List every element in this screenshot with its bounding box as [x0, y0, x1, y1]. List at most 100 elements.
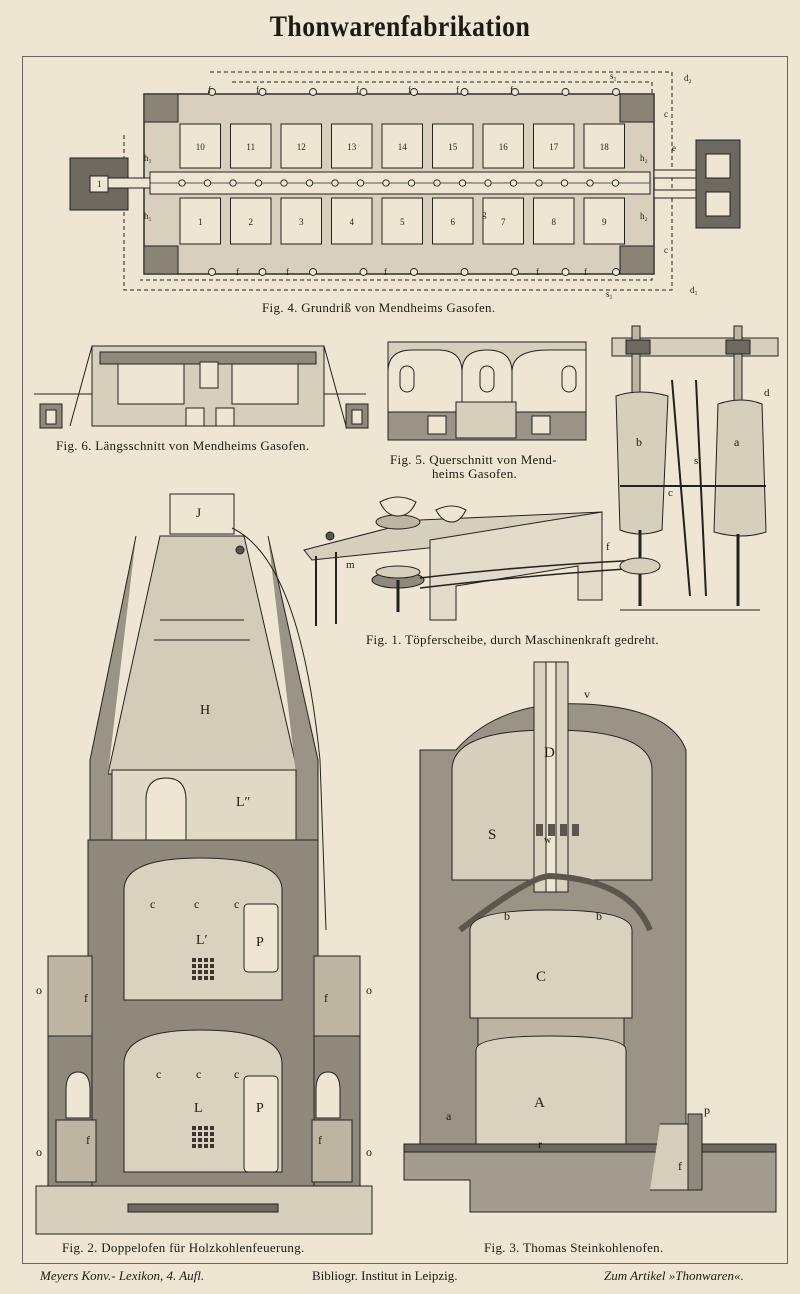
- drawing-label: h₁: [144, 211, 152, 221]
- grate-opening: [198, 964, 202, 968]
- lower-chamber-number: 5: [400, 217, 405, 227]
- flue-port: [535, 179, 543, 187]
- drawing-label: b: [504, 909, 510, 923]
- wall-valve-top: [258, 88, 267, 96]
- drawing-label: o: [36, 1145, 42, 1159]
- wall-valve-top: [208, 88, 216, 96]
- drawing-label: w: [544, 835, 552, 846]
- upper-chamber: [381, 123, 423, 169]
- grate-opening: [198, 970, 202, 974]
- flue-port: [280, 179, 288, 187]
- lower-chamber-number: 4: [350, 217, 355, 227]
- lower-chamber-number: 7: [501, 217, 506, 227]
- drawing-label: J: [196, 505, 202, 520]
- flue-port: [458, 179, 467, 187]
- grate-opening: [198, 1144, 202, 1148]
- grate-opening: [204, 958, 208, 962]
- drawing-label: c: [234, 897, 240, 911]
- flue-port: [305, 179, 314, 187]
- drawing-label: c: [150, 897, 156, 911]
- lower-chamber-number: 6: [451, 217, 456, 227]
- flue-port: [331, 179, 339, 187]
- footer-article-reference: Zum Artikel »Thonwaren«.: [604, 1268, 744, 1283]
- wall-valve-bottom: [258, 268, 267, 276]
- fig5-caption-line1: Fig. 5. Querschnitt von Mend-: [390, 452, 557, 467]
- flue-vent: [572, 824, 579, 836]
- drawing-label: s₁: [606, 289, 613, 299]
- flue-port: [407, 179, 416, 187]
- flue-port: [509, 179, 518, 187]
- grate-opening: [204, 970, 208, 974]
- lower-chamber: [583, 197, 625, 245]
- flue-port: [611, 179, 620, 187]
- drawing-label: o: [366, 1145, 372, 1159]
- drawing-label: d₂: [684, 73, 692, 83]
- wall-valve-bottom: [410, 268, 418, 276]
- drawing-label: d: [764, 387, 770, 399]
- upper-chamber-number: 14: [398, 142, 408, 152]
- lower-chamber-number: 8: [552, 217, 557, 227]
- drawing-label: f: [584, 267, 587, 277]
- drawing-label: L: [194, 1101, 203, 1116]
- wall-valve-bottom: [208, 268, 216, 276]
- wall-valve-top: [511, 88, 519, 96]
- grate-opening: [192, 1138, 196, 1142]
- flue-vent: [536, 824, 543, 836]
- upper-chamber: [432, 123, 474, 169]
- drawing-label: f: [208, 85, 211, 95]
- fig3-caption: Fig. 3. Thomas Steinkohlenofen.: [484, 1240, 664, 1255]
- upper-chamber: [230, 123, 272, 169]
- drawing-label: f: [606, 541, 610, 553]
- drawing-label: p: [704, 1103, 710, 1117]
- wall-valve-bottom: [460, 268, 469, 276]
- flue-vent: [560, 824, 567, 836]
- flue-port: [484, 179, 492, 187]
- drawing-label: f: [318, 1133, 322, 1147]
- fig2-caption: Fig. 2. Doppelofen für Holzkohlenfeuerun…: [62, 1240, 305, 1255]
- lower-chamber: [482, 197, 524, 245]
- drawing-label: o: [366, 983, 372, 997]
- drawing-label: f: [510, 85, 513, 95]
- drawing-label: h₁: [144, 153, 152, 163]
- page-title: Thonwarenfabrikation: [269, 10, 531, 43]
- grate-opening: [210, 964, 214, 968]
- drawing-label: L′: [196, 933, 208, 948]
- fig5-caption-line2: heims Gasofen.: [432, 466, 518, 481]
- upper-chamber: [482, 123, 524, 169]
- flue-port: [560, 179, 569, 187]
- drawing-label: r: [538, 1137, 542, 1151]
- grate-opening: [204, 964, 208, 968]
- upper-chamber-number: 10: [196, 142, 206, 152]
- grate-opening: [204, 1144, 208, 1148]
- grate-opening: [210, 958, 214, 962]
- drawing-label: c: [664, 245, 668, 255]
- grate-opening: [198, 958, 202, 962]
- wall-valve-bottom: [612, 268, 620, 276]
- flue-port: [178, 179, 186, 187]
- drawing-label: c: [668, 487, 673, 499]
- drawing-label: e: [672, 143, 676, 153]
- wall-valve-bottom: [309, 268, 317, 276]
- drawing-label: c: [234, 1067, 240, 1081]
- drawing-label: b: [596, 909, 602, 923]
- drawing-label: h₂: [640, 211, 648, 221]
- drawing-label: f: [256, 85, 259, 95]
- upper-chamber: [179, 123, 221, 169]
- fig4-caption: Fig. 4. Grundriß von Mendheims Gasofen.: [262, 300, 496, 315]
- upper-chamber: [280, 123, 322, 169]
- grate-opening: [210, 1132, 214, 1136]
- upper-chamber-number: 13: [347, 142, 357, 152]
- grate-opening: [192, 1126, 196, 1130]
- grate-opening: [210, 1144, 214, 1148]
- drawing-label: a: [734, 435, 740, 449]
- grate-opening: [204, 1138, 208, 1142]
- wall-valve-bottom: [511, 268, 519, 276]
- drawing-label: h₂: [640, 153, 648, 163]
- upper-chamber-number: 18: [600, 142, 610, 152]
- grate-opening: [198, 976, 202, 980]
- grate-opening: [210, 1138, 214, 1142]
- grate-opening: [192, 958, 196, 962]
